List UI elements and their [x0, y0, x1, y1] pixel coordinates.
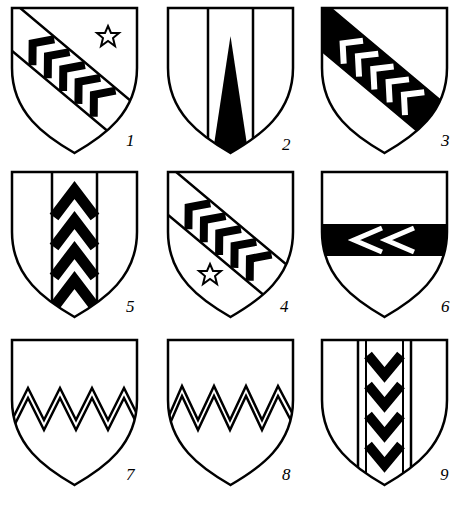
shield: [317, 172, 452, 317]
shield: [12, 167, 137, 327]
callout-number: 4: [280, 298, 289, 315]
callout-number: 2: [282, 136, 291, 153]
shield: [168, 3, 293, 163]
shield: [0, 0, 184, 175]
callout-number: 3: [441, 132, 450, 149]
callout-number: 6: [441, 298, 450, 315]
callout-number: 8: [282, 466, 291, 483]
callout-number: 1: [126, 132, 135, 149]
callout-number: 9: [440, 466, 449, 483]
callout-number: 7: [126, 466, 135, 483]
shield: [322, 335, 447, 495]
shield: [278, 0, 459, 175]
callout-number: 5: [126, 298, 135, 315]
shield: [163, 340, 296, 485]
shield: [7, 340, 140, 485]
shield: [124, 149, 340, 339]
